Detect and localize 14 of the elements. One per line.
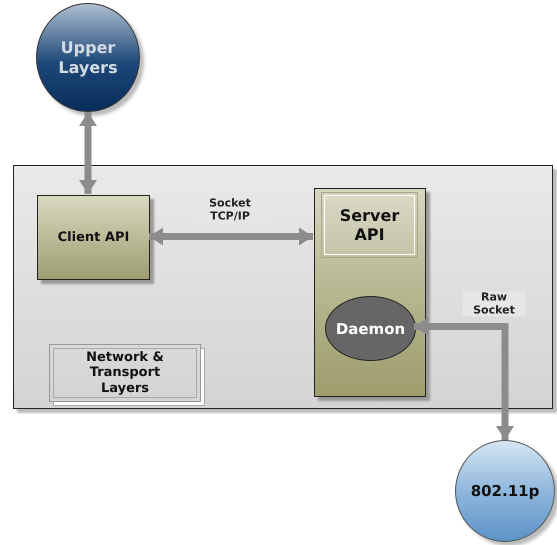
double-arrow: [414, 318, 514, 440]
process-box: [37, 195, 150, 280]
node-label: Upper Layers: [57, 38, 119, 77]
node-label: Client API: [58, 230, 130, 246]
edge-label: Raw Socket: [462, 291, 526, 317]
server-box: [314, 188, 426, 397]
double-arrow: [149, 228, 313, 246]
process-box: [324, 195, 415, 255]
double-arrow: [79, 112, 97, 194]
node-label: Server API: [338, 206, 400, 244]
system-panel: [13, 165, 553, 409]
node-label: Network & Transport Layers: [85, 350, 165, 396]
node-label: 802.11p: [470, 482, 540, 500]
node-label: Daemon: [336, 320, 406, 338]
